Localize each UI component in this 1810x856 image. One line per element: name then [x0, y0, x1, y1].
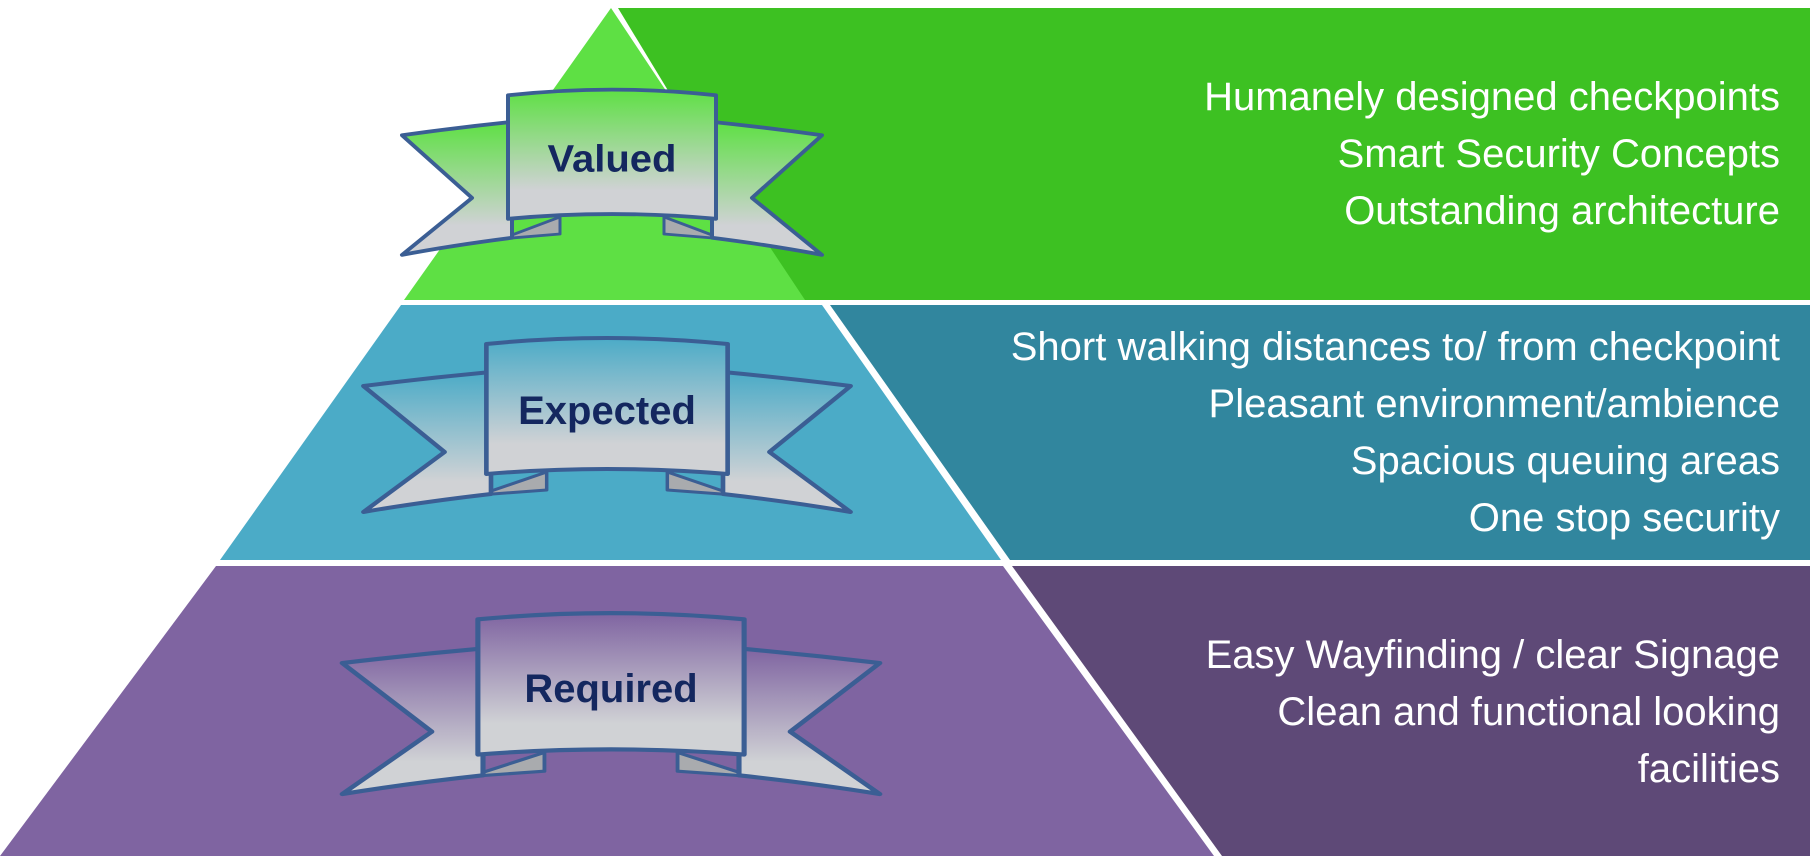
band-required	[1012, 566, 1810, 856]
valued-item: Outstanding architecture	[1344, 189, 1780, 233]
expected-item: Pleasant environment/ambience	[1209, 382, 1780, 426]
ribbon-shape	[339, 611, 883, 797]
ribbon-valued: Valued	[400, 87, 824, 257]
tier-label-required: Required	[524, 667, 697, 711]
tier-label-valued: Valued	[548, 138, 677, 180]
tier-label-expected: Expected	[518, 389, 696, 433]
valued-item: Smart Security Concepts	[1338, 132, 1780, 176]
required-item: Easy Wayfinding / clear Signage	[1206, 633, 1780, 677]
valued-item: Humanely designed checkpoints	[1204, 75, 1780, 119]
expected-item: Spacious queuing areas	[1351, 439, 1780, 483]
valued-items: Humanely designed checkpoints Smart Secu…	[1204, 75, 1780, 233]
expected-item: Short walking distances to/ from checkpo…	[1011, 325, 1780, 369]
ribbon-expected: Expected	[361, 336, 853, 514]
required-item: Clean and functional looking	[1277, 690, 1780, 734]
expected-items: Short walking distances to/ from checkpo…	[1011, 325, 1780, 540]
band-valued	[618, 8, 1810, 300]
required-items: Easy Wayfinding / clear Signage Clean an…	[1206, 633, 1780, 791]
expected-item: One stop security	[1469, 496, 1780, 540]
required-item: facilities	[1638, 747, 1780, 791]
ribbon-shape	[361, 336, 853, 514]
band-expected	[830, 305, 1810, 560]
ribbon-required: Required	[339, 611, 883, 797]
ribbon-shape	[400, 87, 824, 257]
